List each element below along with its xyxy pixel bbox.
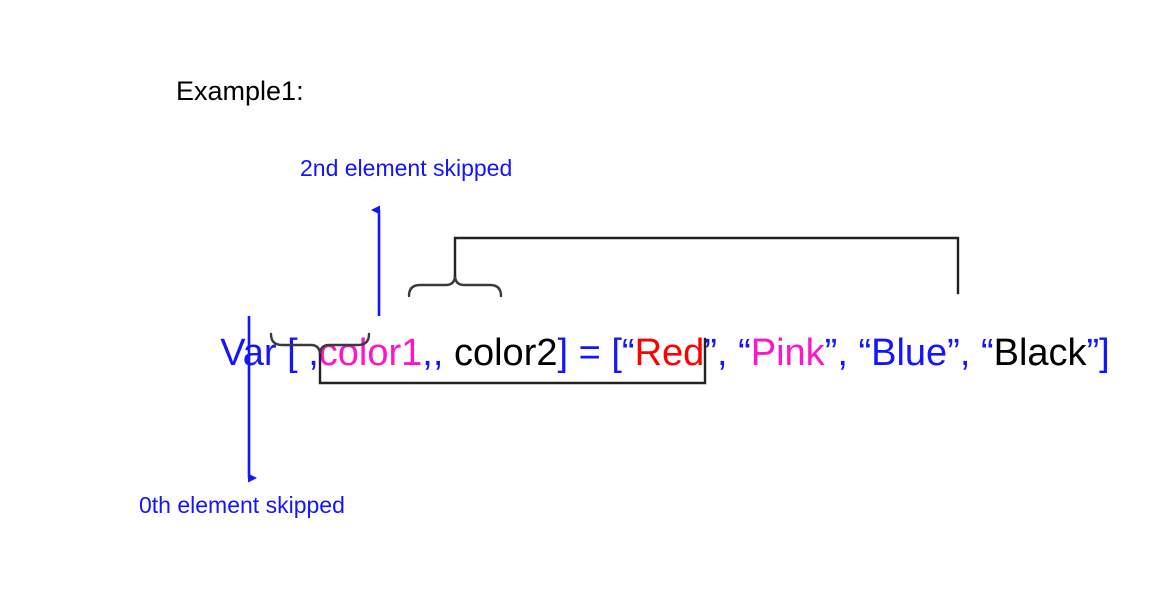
brace-above-color2 (407, 273, 503, 298)
list-separator-0: , (716, 332, 739, 374)
annotation-label-2nd-element-skipped: 2nd element skipped (300, 155, 513, 181)
quote-close-1: ” (824, 332, 838, 374)
code-expression-line: Var [ ,color1,, color2] = [“Red”, “Pink”… (178, 296, 1110, 410)
list-item-1: Pink (750, 332, 825, 374)
code-target-color1: color1 (318, 332, 423, 374)
code-target-color2: color2 (453, 332, 558, 374)
list-item-0: Red (634, 332, 705, 374)
code-comma-1: , (422, 332, 433, 374)
list-item-3: Black (993, 332, 1087, 374)
code-equals-open: = [ (568, 332, 622, 374)
code-comma-2: , (432, 332, 454, 374)
list-close-bracket: ] (1099, 332, 1110, 374)
list-separator-2: , (959, 332, 981, 374)
list-separator-1: , (837, 332, 859, 374)
code-var-keyword: Var [ (220, 332, 298, 374)
code-comma-0: , (297, 332, 319, 374)
quote-open-2: “ (858, 332, 872, 374)
quote-close-3: ” (1086, 332, 1100, 374)
annotation-label-0th-element-skipped: 0th element skipped (139, 492, 345, 518)
quote-close-2: ” (947, 332, 960, 374)
connector-color2-to-black (453, 236, 960, 295)
list-item-2: Blue (871, 332, 948, 374)
quote-open-1: “ (738, 332, 751, 374)
quote-close-0: ” (704, 332, 717, 374)
quote-open-0: “ (621, 332, 635, 374)
example-title: Example1: (176, 76, 304, 106)
code-close-bracket: ] (557, 332, 569, 374)
quote-open-3: “ (980, 332, 994, 374)
